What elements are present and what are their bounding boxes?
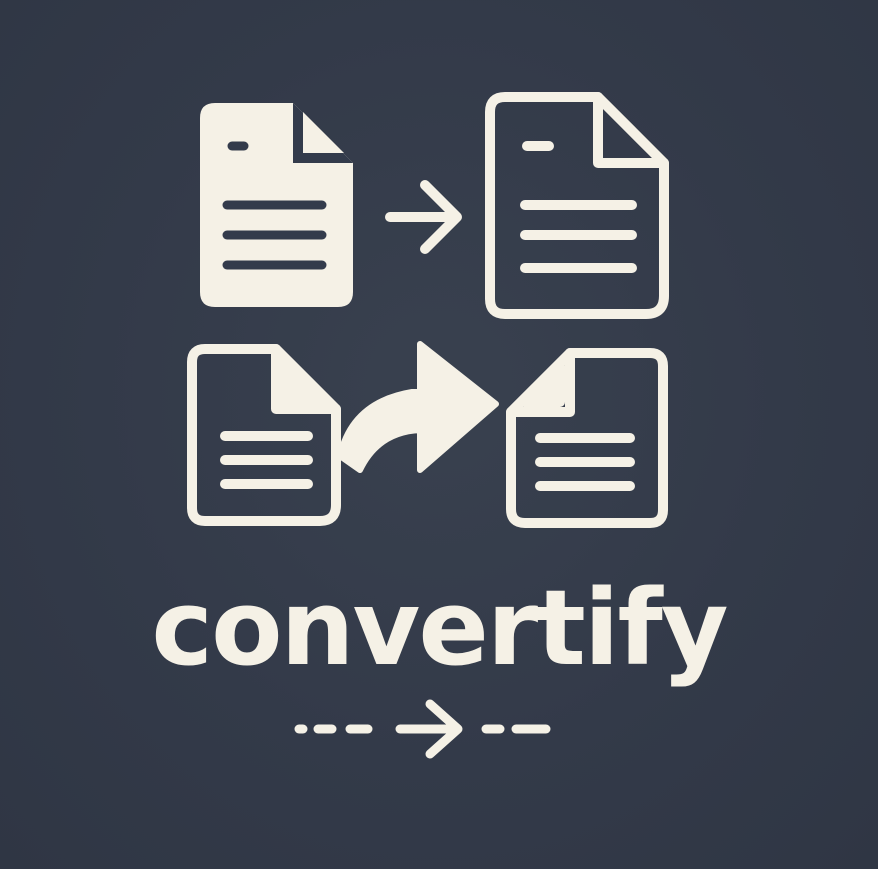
filled-document-icon	[200, 103, 353, 307]
curved-arrow-icon	[337, 341, 499, 473]
outline-document-icon	[485, 92, 669, 319]
brand-wordmark: convertify	[151, 567, 728, 689]
arrow-right-icon	[385, 180, 462, 254]
dashed-arrow-icon	[294, 699, 551, 759]
outline-document-icon	[187, 344, 341, 526]
outline-document-icon	[506, 348, 668, 528]
